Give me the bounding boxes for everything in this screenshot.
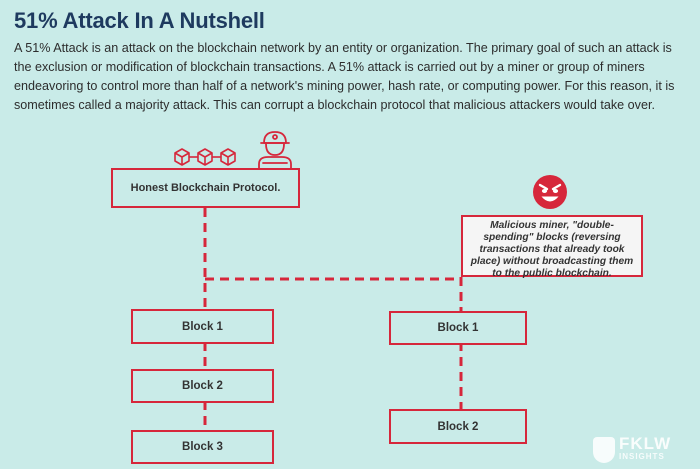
honest-protocol-box: Honest Blockchain Protocol.: [111, 168, 300, 208]
page-title: 51% Attack In A Nutshell: [14, 8, 265, 33]
malicious-miner-box: Malicious miner, "double-spending" block…: [461, 215, 643, 279]
miner-icon: [258, 131, 292, 171]
malicious-block-1: Block 1: [389, 311, 527, 345]
watermark-brand: FKLW: [619, 434, 672, 453]
watermark-sub: INSIGHTS: [619, 452, 665, 461]
honest-block-1: Block 1: [131, 309, 274, 344]
malicious-block-2: Block 2: [389, 409, 527, 444]
blockchain-cubes-icon: [174, 148, 236, 166]
page-description: A 51% Attack is an attack on the blockch…: [14, 41, 675, 112]
evil-face-icon: [533, 175, 567, 209]
honest-block-2: Block 2: [131, 369, 274, 403]
honest-block-3: Block 3: [131, 430, 274, 464]
watermark-logo-icon: [593, 437, 615, 463]
